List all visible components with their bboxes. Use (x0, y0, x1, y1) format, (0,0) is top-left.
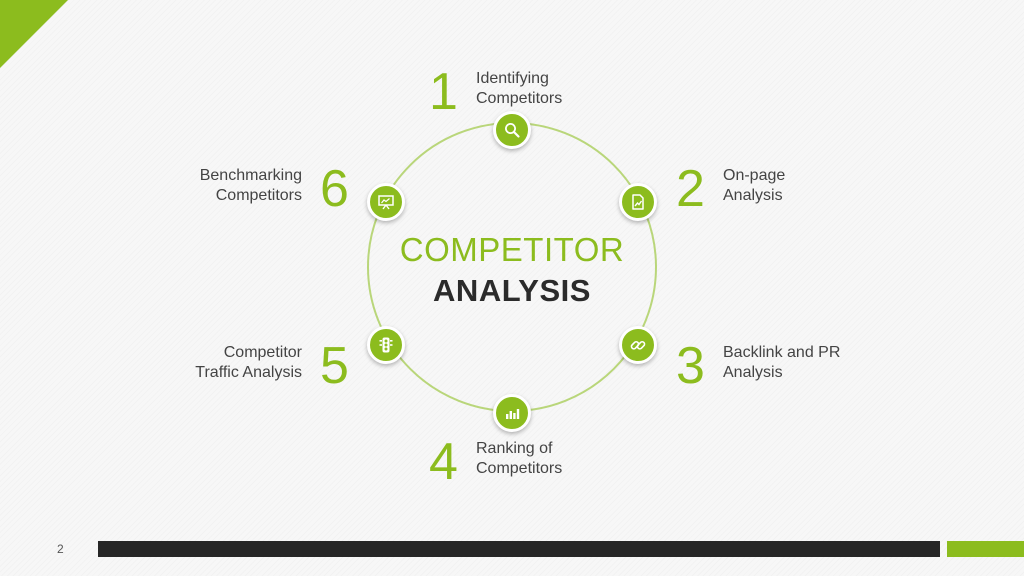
step-1-number: 1 (429, 63, 458, 121)
document-chart-icon (632, 194, 644, 210)
step-3-label-line2: Analysis (723, 364, 783, 381)
step-6-number: 6 (320, 160, 349, 218)
step-2-label-line2: Analysis (723, 187, 783, 204)
step-6-label-line2: Competitors (215, 187, 302, 204)
step-5-number: 5 (320, 337, 349, 395)
traffic-light-icon (379, 337, 393, 353)
footer-accent-bar (947, 541, 1024, 557)
page-number: 2 (57, 542, 64, 556)
step-2-label-line1: On-page (723, 167, 786, 184)
step-3-number: 3 (676, 337, 705, 395)
step-4-label-line1: Ranking of (476, 440, 553, 457)
step-1-label-line1: Identifying (476, 70, 549, 87)
step-4-node (493, 394, 531, 432)
step-5-node (367, 326, 405, 364)
step-5-label: Competitor Traffic Analysis (195, 343, 302, 383)
step-4-label: Ranking of Competitors (476, 439, 562, 479)
center-title-line1: COMPETITOR (399, 231, 625, 268)
step-1-label-line2: Competitors (476, 90, 563, 107)
center-title: COMPETITOR ANALYSIS (362, 233, 662, 306)
step-2-node (619, 183, 657, 221)
step-2-number: 2 (676, 160, 705, 218)
step-5-label-line2: Traffic Analysis (195, 364, 302, 381)
presentation-board-icon (378, 195, 394, 210)
step-1-node (493, 111, 531, 149)
step-1-label: Identifying Competitors (476, 69, 562, 109)
step-6-node (367, 183, 405, 221)
bar-chart-icon (506, 409, 520, 419)
step-4-label-line2: Competitors (476, 460, 563, 477)
search-icon (505, 123, 520, 138)
step-4-number: 4 (429, 433, 458, 491)
step-3-node (619, 326, 657, 364)
center-title-line2: ANALYSIS (433, 273, 591, 308)
step-5-label-line1: Competitor (223, 344, 302, 361)
link-icon (630, 340, 646, 350)
step-3-label: Backlink and PR Analysis (723, 343, 840, 383)
step-3-label-line1: Backlink and PR (723, 344, 841, 361)
step-2-label: On-page Analysis (723, 166, 785, 206)
corner-accent-triangle (0, 0, 68, 68)
step-6-label-line1: Benchmarking (199, 167, 302, 184)
footer-bar (98, 541, 940, 557)
step-6-label: Benchmarking Competitors (200, 166, 302, 206)
